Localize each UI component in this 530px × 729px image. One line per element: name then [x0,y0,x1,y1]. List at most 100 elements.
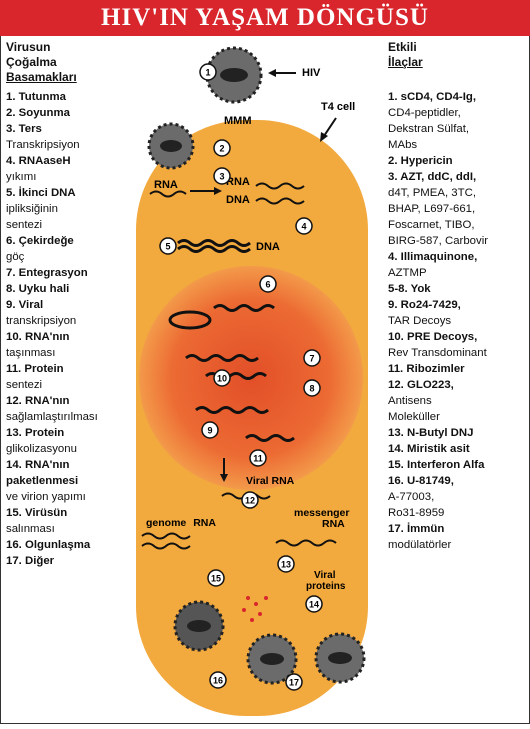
list-item: 2. Soyunma [6,105,126,121]
list-item: 8. Uyku hali [6,281,126,297]
svg-text:9: 9 [207,426,212,436]
list-item-continuation: sentezi [6,377,126,393]
list-item-continuation: Dekstran Sülfat, [388,121,526,137]
list-item-continuation: yıkımı [6,169,126,185]
list-item: 11. Protein [6,361,126,377]
list-item-continuation: ipliksiğinin [6,201,126,217]
step-number-14: 14 [306,596,322,612]
list-item: 17. Diğer [6,553,126,569]
step-number-3: 3 [214,168,230,184]
page-title: HIV'IN YAŞAM DÖNGÜSÜ [101,4,429,32]
step-number-9: 9 [202,422,218,438]
step-number-5: 5 [160,238,176,254]
list-item-continuation: Transkripsiyon [6,137,126,153]
step-number-11: 11 [250,450,266,466]
step-number-15: 15 [208,570,224,586]
svg-text:13: 13 [281,560,291,570]
receptor-marks: MMM [224,115,252,127]
title-bar: HIV'IN YAŞAM DÖNGÜSÜ [0,0,530,36]
list-item-continuation: Foscarnet, TIBO, [388,217,526,233]
steps-heading: Virusun Çoğalma Basamakları [6,40,126,85]
svg-text:14: 14 [309,600,319,610]
step-number-4: 4 [296,218,312,234]
list-item-continuation: AZTMP [388,265,526,281]
rna-dna-bottom: DNA [226,194,250,206]
list-item: 10. PRE Decoys, [388,329,526,345]
list-item-continuation: MAbs [388,137,526,153]
step-number-8: 8 [304,380,320,396]
drugs-list: 1. sCD4, CD4-Ig,CD4-peptidler,Dekstran S… [388,89,526,553]
list-item: 17. İmmün [388,521,526,537]
list-item: 2. Hypericin [388,153,526,169]
list-item-continuation: BHAP, L697-661, [388,201,526,217]
list-item: 15. Interferon Alfa [388,457,526,473]
list-item: 1. sCD4, CD4-Ig, [388,89,526,105]
step-number-10: 10 [214,370,230,386]
hiv-virus-mature [316,634,364,682]
list-item-continuation: d4T, PMEA, 3TC, [388,185,526,201]
list-item: 16. U-81749, [388,473,526,489]
list-item: 9. Ro24-7429, [388,297,526,313]
list-item-continuation: TAR Decoys [388,313,526,329]
list-item: 6. Çekirdeğe [6,233,126,249]
hiv-label: HIV [302,67,321,79]
step-number-17: 17 [286,674,302,690]
hiv-virus-budding [175,602,223,650]
svg-text:4: 4 [301,222,306,232]
svg-text:17: 17 [289,678,299,688]
list-item-continuation: glikolizasyonu [6,441,126,457]
drugs-column: Etkili İlaçlar 1. sCD4, CD4-Ig,CD4-pepti… [388,40,526,553]
svg-text:1: 1 [205,68,210,78]
step-number-1: 1 [200,64,216,80]
svg-text:12: 12 [245,496,255,506]
svg-text:15: 15 [211,574,221,584]
svg-text:2: 2 [219,144,224,154]
t4-cell-label: T4 cell [321,101,355,113]
list-item: 9. Viral [6,297,126,313]
list-item: 3. Ters [6,121,126,137]
list-item: 5. İkinci DNA [6,185,126,201]
list-item-continuation: göç [6,249,126,265]
list-item: 7. Entegrasyon [6,265,126,281]
step-number-7: 7 [304,350,320,366]
list-item-continuation: sağlamlaştırılması [6,409,126,425]
viral-rna-label: Viral RNA [246,475,295,487]
svg-text:7: 7 [309,354,314,364]
list-item: 1. Tutunma [6,89,126,105]
list-item: 14. Miristik asit [388,441,526,457]
list-item-continuation: Ro31-8959 [388,505,526,521]
list-item: 4. RNAaseH [6,153,126,169]
list-item: 15. Virüsün [6,505,126,521]
list-item-continuation: sentezi [6,217,126,233]
svg-text:16: 16 [213,676,223,686]
list-item: 5-8. Yok [388,281,526,297]
list-item: 12. GLO223, [388,377,526,393]
lifecycle-diagram: HIV T4 cell MMM RNA RNA DNA DNA Viral RN… [126,38,388,724]
rna-label: RNA [154,179,178,191]
lifecycle-svg: HIV T4 cell MMM RNA RNA DNA DNA Viral RN… [126,38,388,724]
drugs-heading: Etkili İlaçlar [388,40,526,70]
step-number-12: 12 [242,492,258,508]
step-number-13: 13 [278,556,294,572]
svg-text:5: 5 [165,242,170,252]
list-item: 13. Protein [6,425,126,441]
list-item-continuation: BIRG-587, Carbovir [388,233,526,249]
list-item-continuation: modülatörler [388,537,526,553]
dna-label: DNA [256,241,280,253]
svg-text:6: 6 [265,280,270,290]
genome-rna-label: genome RNA [146,517,216,529]
step-number-6: 6 [260,276,276,292]
list-item-continuation: A-77003, [388,489,526,505]
svg-text:8: 8 [309,384,314,394]
list-item: 14. RNA'nın paketlenmesi [6,457,126,489]
hiv-virus-attached [149,124,193,168]
list-item-continuation: Moleküller [388,409,526,425]
list-item: 3. AZT, ddC, ddI, [388,169,526,185]
list-item: 13. N-Butyl DNJ [388,425,526,441]
list-item: 4. Illimaquinone, [388,249,526,265]
list-item: 11. Ribozimler [388,361,526,377]
step-number-16: 16 [210,672,226,688]
svg-text:11: 11 [253,454,263,464]
